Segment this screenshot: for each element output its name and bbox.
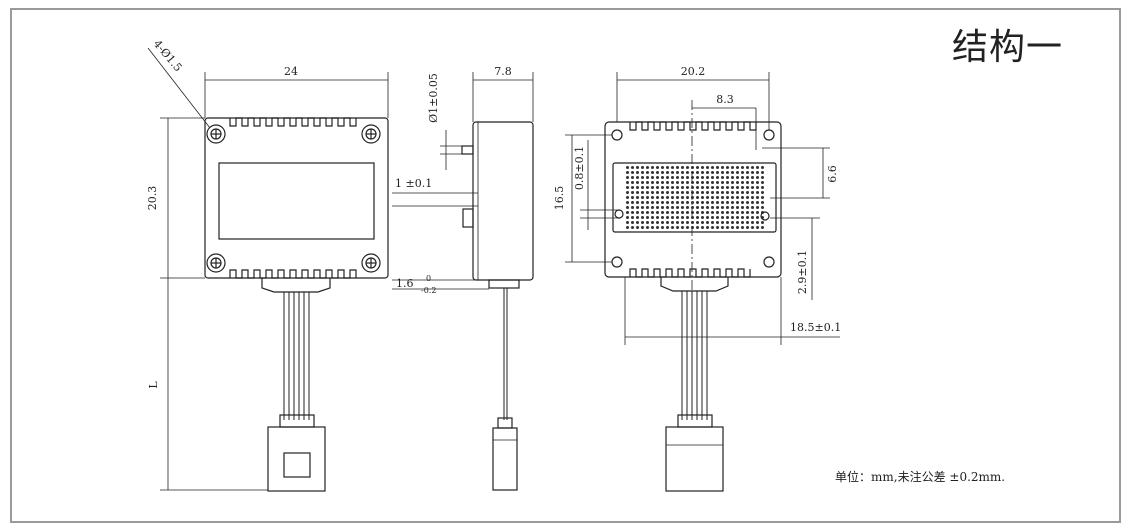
screw-icon (206, 253, 226, 273)
screw-icon (361, 124, 381, 144)
side-connector (492, 427, 518, 491)
side-base-tol-lower: -0.2 (421, 286, 436, 295)
back-slot-dim: 0.8±0.1 (573, 146, 586, 190)
back-height-dim: 16.5 (553, 186, 566, 211)
side-thickness-dim: 7.8 (494, 65, 512, 78)
mount-hole-icon (611, 256, 623, 268)
side-tab (462, 208, 474, 228)
front-dimensions (147, 47, 389, 491)
side-body (472, 121, 534, 281)
back-width-dim: 20.2 (681, 65, 706, 78)
back-cable-boot (660, 277, 729, 292)
back-half-dim: 8.3 (716, 93, 734, 106)
side-view (461, 121, 534, 491)
back-right-dim: 6.6 (826, 165, 839, 183)
drawing-title: 结构一 (952, 27, 1064, 68)
side-dimensions (392, 72, 534, 290)
back-connector (665, 426, 724, 492)
front-length-dim: L (147, 381, 160, 389)
back-view (604, 121, 782, 492)
side-pin-dim: Ø1±0.05 (427, 73, 440, 123)
front-cable-boot (261, 278, 331, 293)
side-offset-dim: 1 ±0.1 (395, 177, 432, 190)
back-lower-dim: 2.9±0.1 (796, 250, 809, 294)
front-view (204, 117, 389, 492)
side-pin (461, 145, 474, 155)
back-bottom-fins (629, 268, 751, 278)
screw-icon (361, 253, 381, 273)
side-base (488, 279, 520, 289)
side-base-tol-upper: 0 (426, 274, 431, 283)
back-array-frame (612, 162, 777, 233)
mount-hole-icon (763, 256, 775, 268)
front-bottom-fins (229, 269, 357, 279)
screw-icon (206, 124, 226, 144)
front-width-dim: 24 (284, 65, 298, 78)
front-body (204, 117, 389, 279)
back-dimensions (565, 72, 840, 345)
front-cable (283, 292, 310, 420)
back-dot-array (624, 166, 766, 229)
side-base-dim: 1.6 (396, 277, 414, 290)
front-height-dim: 20.3 (146, 186, 159, 211)
drawing-frame (10, 8, 1121, 523)
mount-hole-icon (763, 129, 775, 141)
front-hole-dim: 4-Ø1.5 (151, 37, 185, 74)
side-connector-neck (497, 417, 513, 429)
front-window (218, 162, 375, 240)
back-bottom-dim: 18.5±0.1 (790, 321, 841, 334)
mount-hole-icon (611, 129, 623, 141)
front-top-fins (229, 117, 357, 127)
front-connector (267, 426, 326, 492)
back-cable (681, 291, 708, 420)
back-top-fins (629, 121, 757, 131)
back-body (604, 121, 782, 278)
front-connector-window (283, 452, 311, 478)
units-note: 单位：mm,未注公差 ±0.2mm. (835, 470, 1006, 484)
